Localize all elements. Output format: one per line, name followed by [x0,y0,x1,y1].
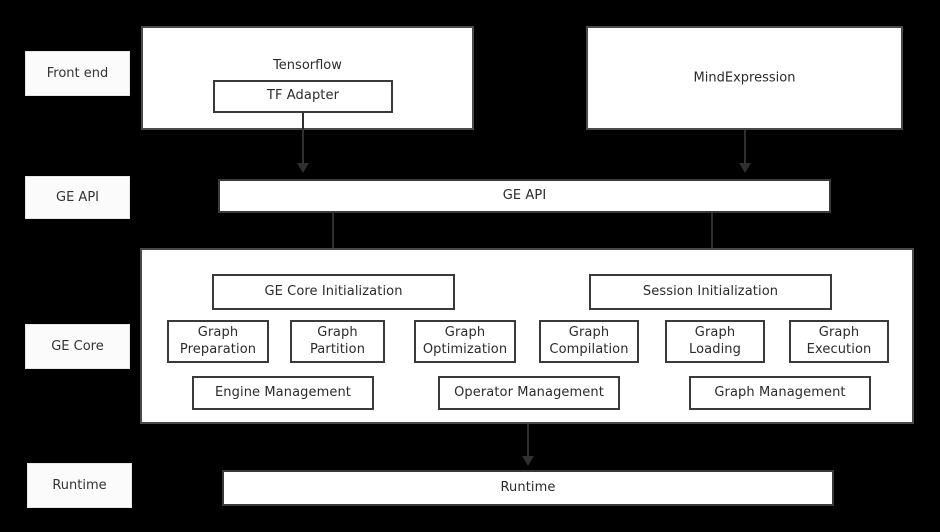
stage-label-front-end: Front end [25,51,130,96]
tensorflow-title: Tensorflow [273,58,342,73]
graph-partition-box[interactable]: Graph Partition [290,320,385,363]
graph-loading-box[interactable]: Graph Loading [665,320,765,363]
arrowhead-mindexpression-to-geapi [739,163,751,173]
graph-management-box[interactable]: Graph Management [689,376,871,410]
session-initialization-box[interactable]: Session Initialization [589,274,832,310]
stage-label-ge-api: GE API [25,176,130,219]
mindexpression-title: MindExpression [693,70,796,86]
mindexpression-panel[interactable]: MindExpression [586,26,903,130]
arrowhead-gecore-to-runtime [522,456,534,466]
tensorflow-panel[interactable]: Tensorflow [141,26,474,130]
graph-optimization-box[interactable]: Graph Optimization [414,320,516,363]
graph-compilation-box[interactable]: Graph Compilation [539,320,639,363]
graph-execution-box[interactable]: Graph Execution [789,320,889,363]
ge-api-bar[interactable]: GE API [218,179,831,213]
operator-management-box[interactable]: Operator Management [438,376,620,410]
arrowhead-tfadapter-to-geapi [297,163,309,173]
connector-tfadapter-to-geapi [302,113,304,165]
graph-preparation-box[interactable]: Graph Preparation [167,320,269,363]
connector-mindexpression-to-geapi [744,130,746,165]
engine-management-box[interactable]: Engine Management [192,376,374,410]
stage-label-runtime: Runtime [27,463,132,508]
tf-adapter-box[interactable]: TF Adapter [213,80,393,113]
connector-geapi-to-gecoreinit [332,213,334,265]
connector-geapi-to-sessioninit [711,213,713,265]
connector-gecore-to-runtime [527,424,529,458]
ge-core-initialization-box[interactable]: GE Core Initialization [212,274,455,310]
runtime-bar[interactable]: Runtime [222,470,834,506]
stage-label-ge-core: GE Core [25,324,130,369]
